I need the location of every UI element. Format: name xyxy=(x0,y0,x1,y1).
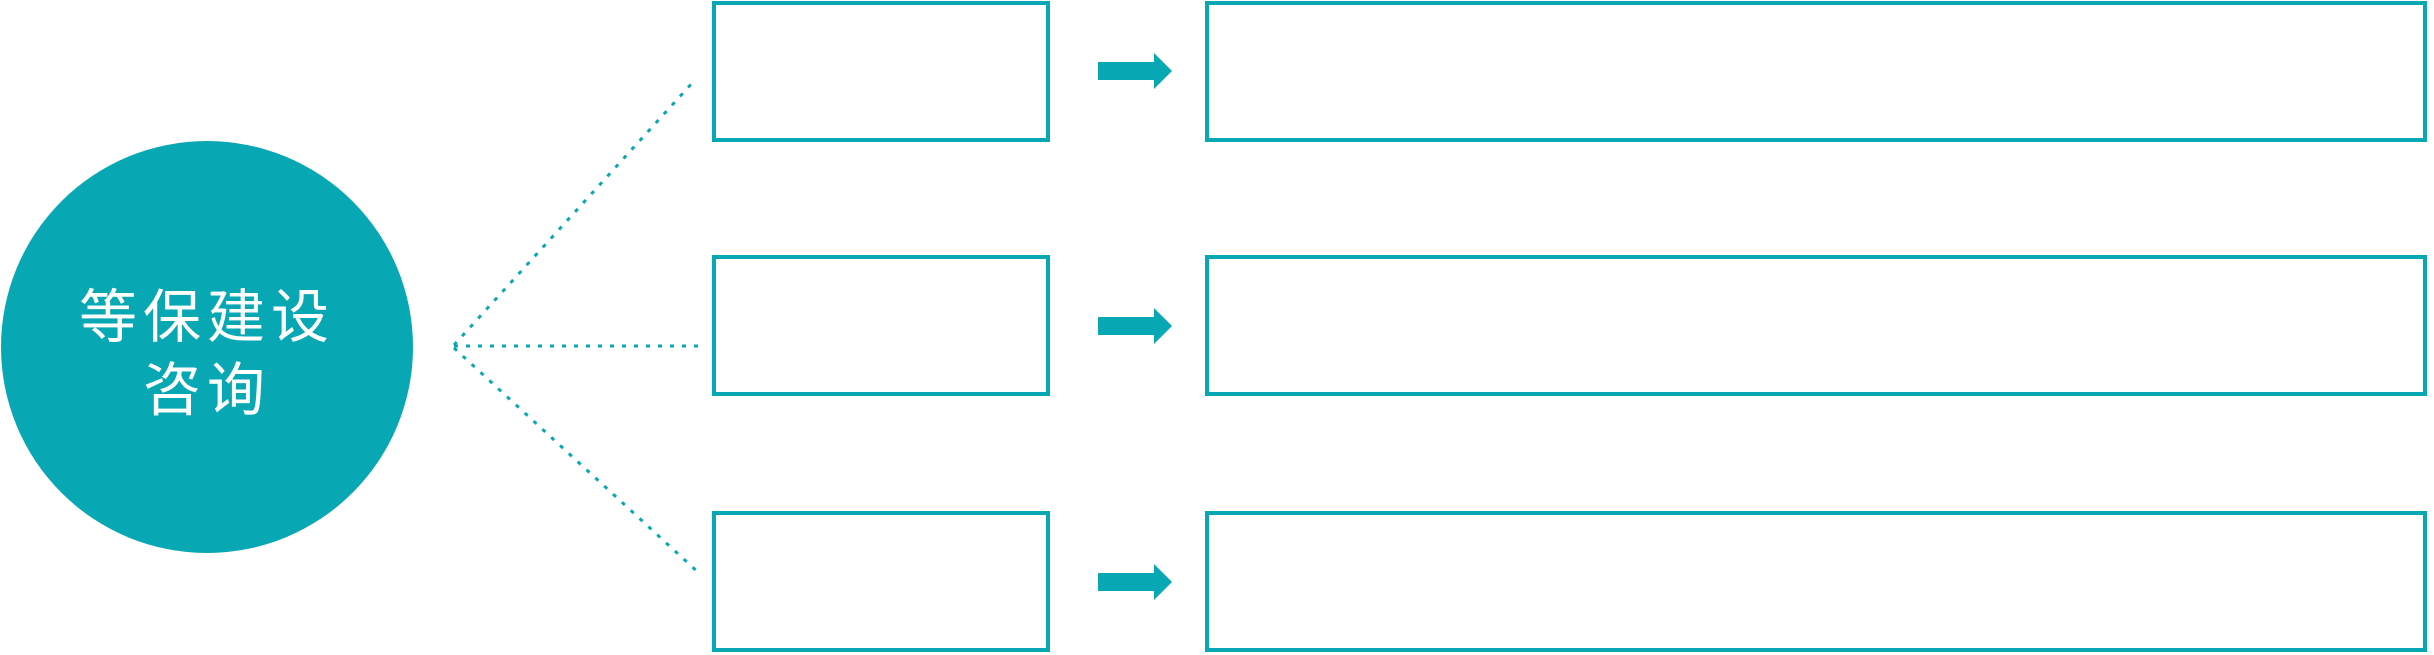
step-box-1 xyxy=(712,1,1050,142)
step-box-2 xyxy=(712,255,1050,396)
detail-box-3 xyxy=(1205,511,2427,652)
right-arrow-icon xyxy=(1098,564,1172,600)
right-arrow-icon xyxy=(1098,308,1172,344)
dotted-connector-top-icon xyxy=(452,79,696,347)
right-arrow-icon xyxy=(1098,53,1172,89)
detail-box-1 xyxy=(1205,1,2427,142)
topic-label-line1: 等保建设 xyxy=(78,283,335,351)
topic-label-line2: 咨询 xyxy=(142,356,271,424)
topic-circle: 等保建设 咨询 xyxy=(1,141,413,553)
detail-box-2 xyxy=(1205,255,2427,396)
topic-label: 等保建设 咨询 xyxy=(79,267,335,427)
step-box-3 xyxy=(712,511,1050,652)
dotted-connector-bottom-icon xyxy=(452,346,702,576)
